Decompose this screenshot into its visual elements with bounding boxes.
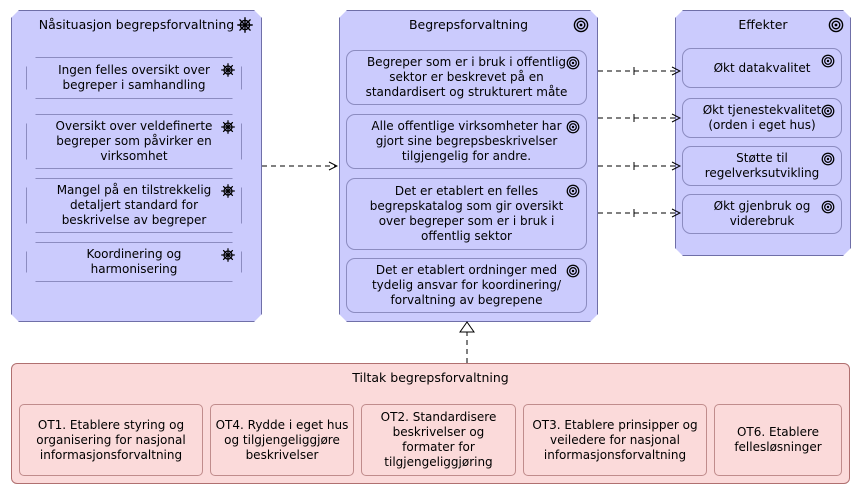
goal-box[interactable]: Begreper som er i bruk i offentlig sekto… — [346, 50, 587, 105]
measures-group: Tiltak begrepsforvaltning OT1. Etablere … — [11, 363, 850, 484]
measure-label: OT1. Etablere styring og organisering fo… — [36, 417, 186, 462]
target-icon — [828, 17, 844, 33]
situation-box[interactable]: Ingen felles oversikt over begreper i sa… — [26, 57, 242, 99]
situation-label: Koordinering og harmonisering — [86, 247, 182, 276]
measure-label: OT6. Etablere fellesløsninger — [734, 425, 822, 454]
situation-box[interactable]: Mangel på en tilstrekkelig detaljert sta… — [26, 178, 242, 233]
measure-box-ot6[interactable]: OT6. Etablere fellesløsninger — [714, 404, 842, 476]
measure-box-ot1[interactable]: OT1. Etablere styring og organisering fo… — [19, 404, 203, 476]
helm-wheel-icon — [221, 63, 235, 77]
measure-label: OT2. Standardisere beskrivelser og forma… — [380, 410, 497, 469]
target-icon — [821, 104, 835, 118]
effect-label: Økt tjenestekvalitet (orden i eget hus) — [702, 103, 822, 132]
target-icon — [566, 184, 580, 198]
goal-box[interactable]: Det er etablert ordninger med tydelig an… — [346, 258, 587, 313]
measure-box-ot4[interactable]: OT4. Rydde i eget hus og tilgjengeliggjø… — [210, 404, 354, 476]
goal-label: Begreper som er i bruk i offentlig sekto… — [365, 55, 568, 99]
helm-wheel-icon — [221, 248, 235, 262]
effect-box[interactable]: Støtte til regelverksutvikling — [682, 146, 842, 186]
effect-label: Økt gjenbruk og viderebruk — [713, 199, 811, 228]
measures-title: Tiltak begrepsforvaltning — [352, 370, 509, 385]
situation-box[interactable]: Oversikt over veldefinerte begreper som … — [26, 114, 242, 169]
situation-label: Mangel på en tilstrekkelig detaljert sta… — [56, 183, 212, 227]
target-icon — [566, 264, 580, 278]
effect-box[interactable]: Økt datakvalitet — [682, 48, 842, 88]
target-icon — [566, 56, 580, 70]
goal-box[interactable]: Det er etablert en felles begrepskatalog… — [346, 178, 587, 250]
realization-arrowhead — [459, 321, 475, 333]
effect-label: Økt datakvalitet — [713, 60, 811, 75]
helm-wheel-icon — [221, 184, 235, 198]
effect-box[interactable]: Økt tjenestekvalitet (orden i eget hus) — [682, 98, 842, 138]
situation-box[interactable]: Koordinering og harmonisering — [26, 242, 242, 282]
effect-box[interactable]: Økt gjenbruk og viderebruk — [682, 194, 842, 234]
effect-label: Støtte til regelverksutvikling — [704, 151, 820, 180]
goal-label: Det er etablert en felles begrepskatalog… — [369, 184, 564, 243]
current-situation-title: Nåsituasjon begrepsforvaltning — [38, 17, 235, 32]
situation-label: Ingen felles oversikt over begreper i sa… — [58, 63, 210, 92]
goal-label: Alle offentlige virksomheter har gjort s… — [371, 119, 562, 163]
target-icon — [821, 200, 835, 214]
measure-label: OT4. Rydde i eget hus og tilgjengeliggjø… — [215, 417, 349, 462]
target-icon — [566, 120, 580, 134]
helm-wheel-icon — [237, 17, 253, 33]
measure-label: OT3. Etablere prinsipper og veiledere fo… — [532, 417, 698, 462]
effects-title: Effekter — [738, 17, 788, 32]
concept-management-title: Begrepsforvaltning — [408, 17, 529, 32]
goal-label: Det er etablert ordninger med tydelig an… — [371, 263, 562, 307]
goal-box[interactable]: Alle offentlige virksomheter har gjort s… — [346, 114, 587, 169]
target-icon — [821, 54, 835, 68]
situation-label: Oversikt over veldefinerte begreper som … — [55, 119, 213, 163]
target-icon — [573, 17, 589, 33]
measure-box-ot2[interactable]: OT2. Standardisere beskrivelser og forma… — [361, 404, 516, 476]
measure-box-ot3[interactable]: OT3. Etablere prinsipper og veiledere fo… — [523, 404, 707, 476]
target-icon — [821, 152, 835, 166]
helm-wheel-icon — [221, 120, 235, 134]
